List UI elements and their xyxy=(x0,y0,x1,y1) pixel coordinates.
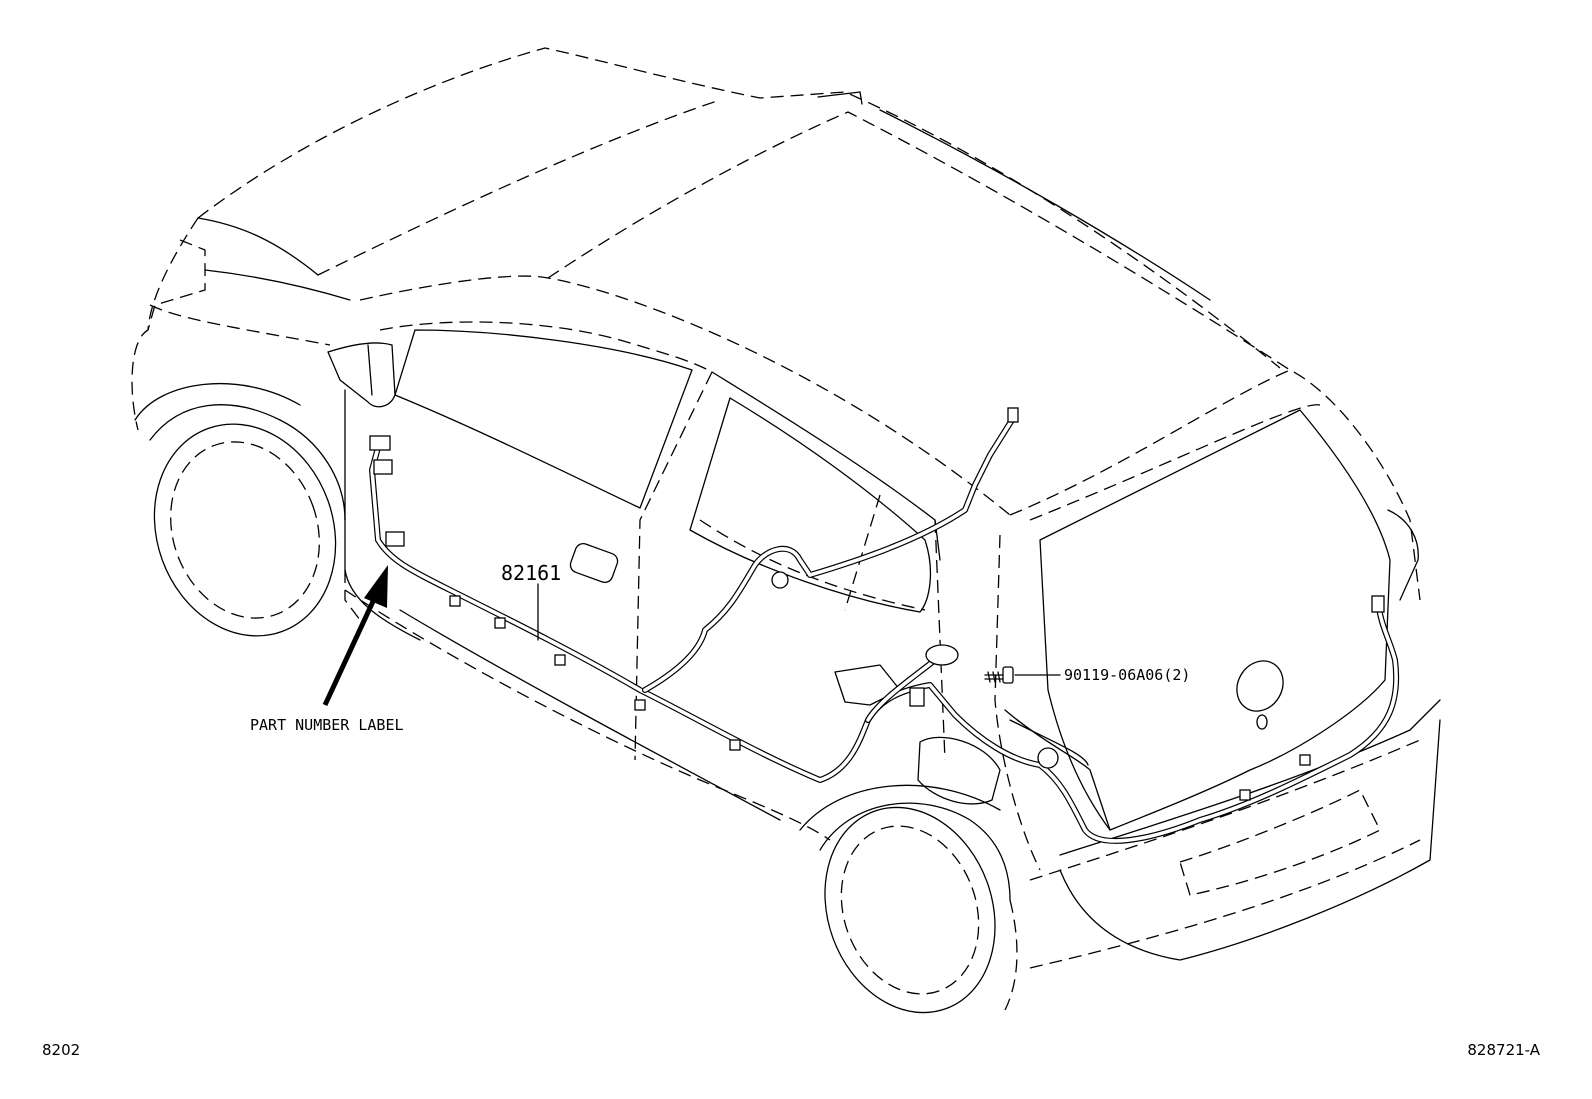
connector-roof xyxy=(1007,407,1019,423)
arrow-icon xyxy=(322,565,388,707)
grommet-roof xyxy=(771,571,789,589)
wire-harness xyxy=(369,407,1400,844)
part-number-label-text: PART NUMBER LABEL xyxy=(250,716,404,734)
bolt-part-number: 90119-06A06(2) xyxy=(1064,666,1190,684)
figure-code-right: 828721-A xyxy=(1467,1041,1540,1059)
harness-clip xyxy=(494,617,506,629)
harness-clip xyxy=(729,739,741,751)
connector-body xyxy=(909,687,925,707)
connector-rear xyxy=(1371,595,1385,613)
harness-clip xyxy=(634,699,646,711)
grommet-body xyxy=(925,644,959,666)
vehicle-body xyxy=(131,47,1441,1014)
harness-clip xyxy=(1299,754,1311,766)
harness-clip xyxy=(449,595,461,607)
harness-clip xyxy=(554,654,566,666)
connector-front-upper xyxy=(369,435,391,451)
harness-clip xyxy=(1239,789,1251,801)
harness-part-number: 82161 xyxy=(501,561,561,585)
figure-code-left: 8202 xyxy=(42,1041,80,1059)
connector-front-mid xyxy=(373,459,393,475)
grommet-rear xyxy=(1037,747,1059,769)
connector-front-lower xyxy=(385,531,405,547)
bolt-icon xyxy=(984,666,1014,684)
